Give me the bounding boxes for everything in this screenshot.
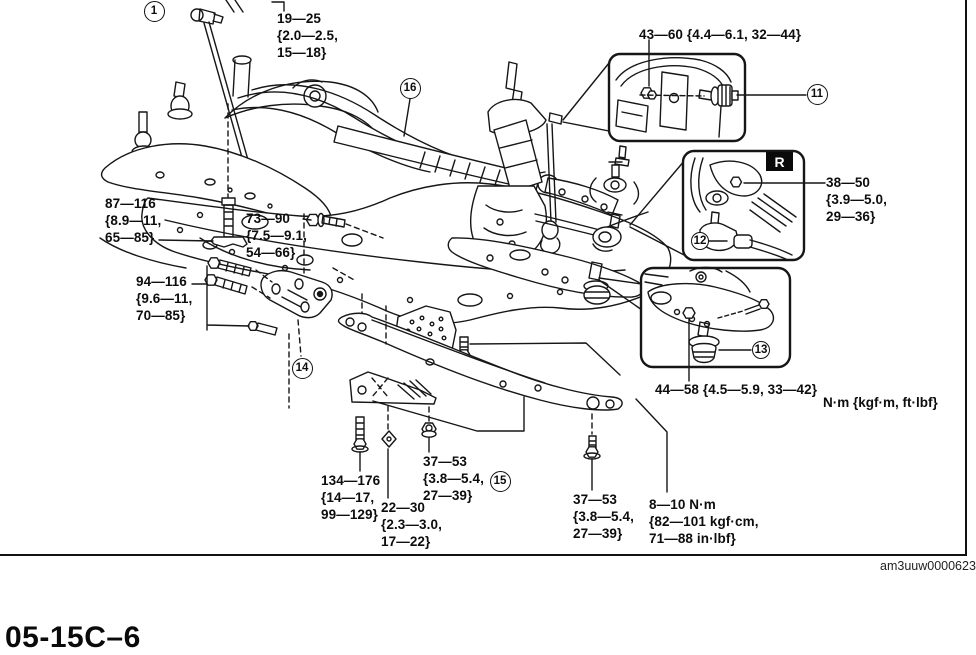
left-lower-arm bbox=[100, 111, 333, 229]
dashed-alignment-lines bbox=[227, 103, 593, 435]
torque-label-member-bolt-b: 37—53 {3.8—5.4, 27—39} bbox=[573, 491, 634, 542]
torque-label-line: {2.0—2.5, bbox=[277, 28, 338, 43]
part-callout-1: 1 bbox=[143, 0, 165, 22]
part-callout-15: 15 bbox=[489, 470, 511, 492]
upper-arm-and-mount bbox=[224, 55, 379, 129]
torque-label-line: {82—101 kgf·cm, bbox=[649, 514, 759, 529]
arm-front-bolt-73-90 bbox=[305, 212, 346, 228]
torque-label-member-nut: 22—30 {2.3—3.0, 17—22} bbox=[381, 499, 442, 550]
leader-lines bbox=[158, 1, 826, 499]
torque-label-line: 134—176 bbox=[321, 473, 381, 488]
part-callout-12: 12 bbox=[691, 232, 709, 250]
torque-label-line: {7.5—9.1, bbox=[246, 228, 307, 243]
torque-label-line: 94—116 bbox=[136, 274, 187, 289]
tie-rod-and-end bbox=[534, 211, 623, 252]
torque-label-line: 44—58 {4.5—5.9, 33—42} bbox=[655, 382, 818, 397]
torque-label-line: 73—90 bbox=[246, 211, 291, 226]
torque-label-line: {3.8—5.4, bbox=[423, 471, 484, 486]
torque-label-line: {3.8—5.4, bbox=[573, 509, 634, 524]
right-side-badge: R bbox=[766, 152, 793, 171]
torque-label-line: {3.9—5.0, bbox=[826, 192, 887, 207]
torque-label-strut-pinch-bolt: 43—60 {4.4—6.1, 32—44} bbox=[639, 26, 801, 43]
torque-label-line: 22—30 bbox=[381, 500, 426, 515]
bracket-bolts-94-116 bbox=[204, 257, 278, 336]
torque-label-line: 8—10 N·m bbox=[649, 497, 716, 512]
inset-stabilizer-link-upper bbox=[607, 52, 747, 143]
torque-label-line: {2.3—3.0, bbox=[381, 517, 442, 532]
torque-label-small-bolt: 8—10 N·m {82—101 kgf·cm, 71—88 in·lbf} bbox=[649, 496, 759, 547]
upper-subframe-mount bbox=[589, 145, 640, 205]
torque-label-line: 27—39} bbox=[423, 488, 473, 503]
torque-label-line: 19—25 bbox=[277, 11, 322, 26]
member-nut-37-53 bbox=[421, 422, 437, 438]
member-brace-15 bbox=[337, 305, 623, 411]
inset-pointers bbox=[562, 62, 687, 311]
torque-label-line: 15—18} bbox=[277, 45, 327, 60]
inset-lower-ball-joint bbox=[639, 266, 792, 369]
diagram-border-right bbox=[965, 0, 967, 555]
torque-label-line: 43—60 {4.4—6.1, 32—44} bbox=[639, 27, 802, 42]
torque-label-member-bolt-a: 37—53 {3.8—5.4, 27—39} bbox=[423, 453, 484, 504]
torque-label-line: 38—50 bbox=[826, 175, 871, 190]
member-nut-22-30 bbox=[381, 430, 397, 448]
strut-assembly bbox=[470, 61, 547, 259]
torque-label-stabilizer-bracket: 19—25 {2.0—2.5, 15—18} bbox=[277, 10, 338, 61]
torque-label-line: {14—17, bbox=[321, 490, 375, 505]
torque-label-knuckle-nut: 38—50 {3.9—5.0, 29—36} bbox=[826, 174, 887, 225]
torque-label-line: 54—66} bbox=[246, 245, 296, 260]
torque-label-ball-joint-nut: 44—58 {4.5—5.9, 33—42} bbox=[655, 381, 817, 398]
torque-label-line: {8.9—11, bbox=[105, 213, 162, 228]
torque-label-line: 17—22} bbox=[381, 534, 431, 549]
torque-label-mount-through-bolt: 87—116 {8.9—11, 65—85} bbox=[105, 195, 161, 246]
torque-label-line: 37—53 bbox=[573, 492, 618, 507]
torque-label-member-long-bolt: 134—176 {14—17, 99—129} bbox=[321, 472, 380, 523]
member-bolt-37-53 bbox=[583, 435, 601, 460]
part-callout-16: 16 bbox=[399, 77, 421, 99]
mount-through-bolt-87-116 bbox=[210, 197, 248, 248]
torque-label-line: 65—85} bbox=[105, 230, 155, 245]
torque-label-bracket-bolts: 94—116 {9.6—11, 70—85} bbox=[136, 273, 192, 324]
torque-label-line: 27—39} bbox=[573, 526, 623, 541]
part-callout-14: 14 bbox=[291, 357, 313, 379]
left-tie-rod-end bbox=[167, 81, 193, 120]
part-callout-11: 11 bbox=[806, 83, 828, 105]
steering-gear-and-hoses bbox=[231, 84, 649, 230]
figure-code: am3uuw0000623 bbox=[880, 559, 976, 573]
torque-label-line: 71—88 in·lbf} bbox=[649, 531, 736, 546]
torque-label-line: 29—36} bbox=[826, 209, 876, 224]
diagram-border-bottom bbox=[0, 554, 967, 556]
torque-label-line: {9.6—11, bbox=[136, 291, 193, 306]
torque-units-note: N·m {kgf·m, ft·lbf} bbox=[823, 395, 938, 410]
part-callout-13: 13 bbox=[752, 341, 770, 359]
inset-tie-rod-end-right bbox=[681, 149, 806, 262]
torque-label-line: 87—116 bbox=[105, 196, 156, 211]
member-long-bolt-134-176 bbox=[351, 416, 369, 453]
torque-label-arm-front-bolt: 73—90 {7.5—9.1, 54—66} bbox=[246, 210, 307, 261]
torque-label-line: 99—129} bbox=[321, 507, 378, 522]
mount-bracket-14 bbox=[260, 269, 333, 319]
torque-label-line: 70—85} bbox=[136, 308, 186, 323]
front-suspension-exploded-diagram bbox=[99, 0, 826, 499]
page-number: 05-15C–6 bbox=[5, 621, 141, 654]
torque-label-line: 37—53 bbox=[423, 454, 468, 469]
